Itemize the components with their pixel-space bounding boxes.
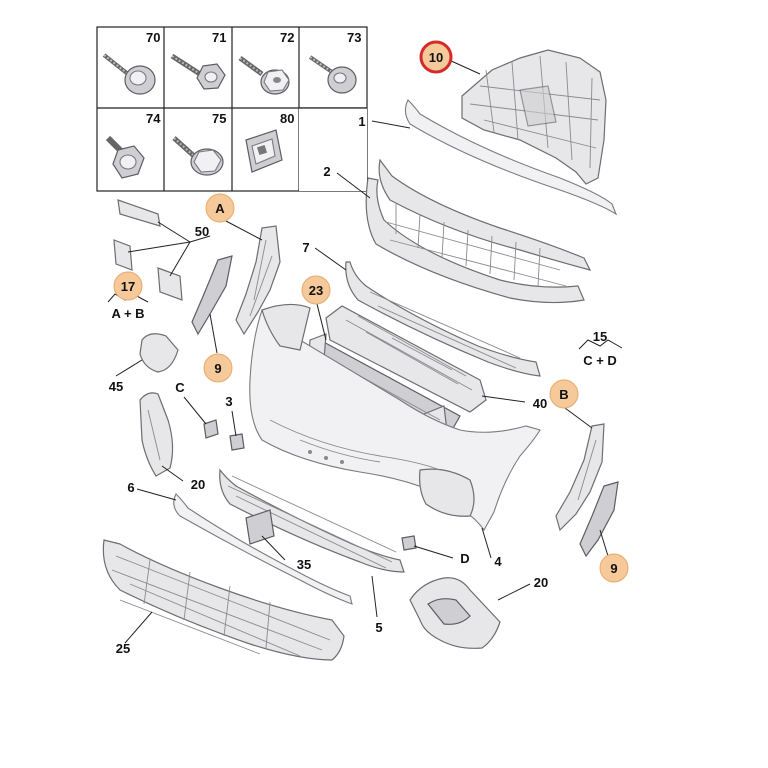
callout-c: C — [175, 380, 185, 395]
callout-35: 35 — [297, 557, 311, 572]
callout-a-label: A — [215, 201, 225, 216]
fastener-label-74: 74 — [146, 111, 161, 126]
note-c-plus-d: C + D — [583, 353, 617, 368]
callout-7: 7 — [302, 240, 309, 255]
callout-9-right: 9 — [599, 553, 629, 583]
part-9-guide-left — [191, 255, 233, 336]
callout-45: 45 — [109, 379, 123, 394]
callout-17-label: 17 — [121, 279, 135, 294]
callout-9-right-label: 9 — [610, 561, 617, 576]
callout-3: 3 — [225, 394, 232, 409]
callout-9-left-label: 9 — [214, 361, 221, 376]
callout-b: B — [549, 379, 579, 409]
part-25-undertray — [102, 539, 345, 661]
part-c-clip — [203, 419, 219, 439]
callout-5: 5 — [375, 620, 382, 635]
leader-lines — [107, 59, 623, 644]
callout-23: 23 — [301, 275, 331, 305]
fastener-table: 70 71 72 73 74 75 80 — [96, 26, 368, 192]
part-4-bumper-cover — [249, 303, 541, 532]
bolt-75-icon — [172, 136, 224, 176]
callout-23-label: 23 — [309, 283, 323, 298]
callout-20-right: 20 — [534, 575, 548, 590]
fastener-label-80: 80 — [280, 111, 294, 126]
callout-6: 6 — [127, 480, 134, 495]
callout-15: 15 — [593, 329, 607, 344]
part-b-side-bracket-right — [555, 423, 605, 532]
callout-10: 10 — [419, 40, 453, 74]
part-2-grille-frame — [365, 158, 592, 304]
bolt-71-icon — [170, 53, 226, 90]
bolt-74-icon — [105, 135, 145, 179]
part-9-guide-right — [579, 481, 619, 558]
callout-1: 1 — [358, 114, 365, 129]
callout-labels: 1 2 7 50 A + B 15 C + D 45 C 3 40 20 6 D… — [109, 114, 617, 656]
callout-d: D — [460, 551, 469, 566]
part-20-fog-bezel-left — [139, 392, 174, 477]
note-a-plus-b: A + B — [111, 306, 144, 321]
callout-10-label: 10 — [429, 50, 443, 65]
callout-25: 25 — [116, 641, 130, 656]
part-50-clips — [113, 199, 183, 301]
callout-50: 50 — [195, 224, 209, 239]
part-40-energy-absorber — [325, 305, 487, 413]
part-20-fog-bezel-right — [409, 577, 501, 649]
callout-4: 4 — [494, 554, 502, 569]
callout-17: 17 — [113, 271, 143, 301]
callout-40: 40 — [533, 396, 547, 411]
callout-b-label: B — [559, 387, 568, 402]
part-5-lower-grille — [219, 468, 405, 573]
screw-70-icon — [102, 53, 156, 95]
part-a-side-bracket-left — [235, 225, 281, 336]
part-45-bracket-left — [139, 333, 179, 373]
fastener-label-71: 71 — [212, 30, 226, 45]
callout-20-left: 20 — [191, 477, 205, 492]
callout-2: 2 — [323, 164, 330, 179]
clip-80-icon — [245, 129, 283, 173]
part-7-lower-grille-strip — [345, 261, 541, 377]
fastener-label-75: 75 — [212, 111, 226, 126]
part-d-clip — [401, 535, 417, 551]
fastener-label-72: 72 — [280, 30, 294, 45]
part-3-clip — [229, 433, 245, 451]
bolt-72-icon — [238, 55, 290, 95]
part-1-upper-trim — [404, 99, 618, 216]
callout-9-left: 9 — [203, 353, 233, 383]
fastener-label-70: 70 — [146, 30, 160, 45]
part-10-upper-carrier — [461, 49, 607, 185]
part-6-lower-trim — [173, 493, 353, 605]
screw-73-icon — [308, 55, 357, 94]
fastener-label-73: 73 — [347, 30, 361, 45]
callout-a: A — [205, 193, 235, 223]
